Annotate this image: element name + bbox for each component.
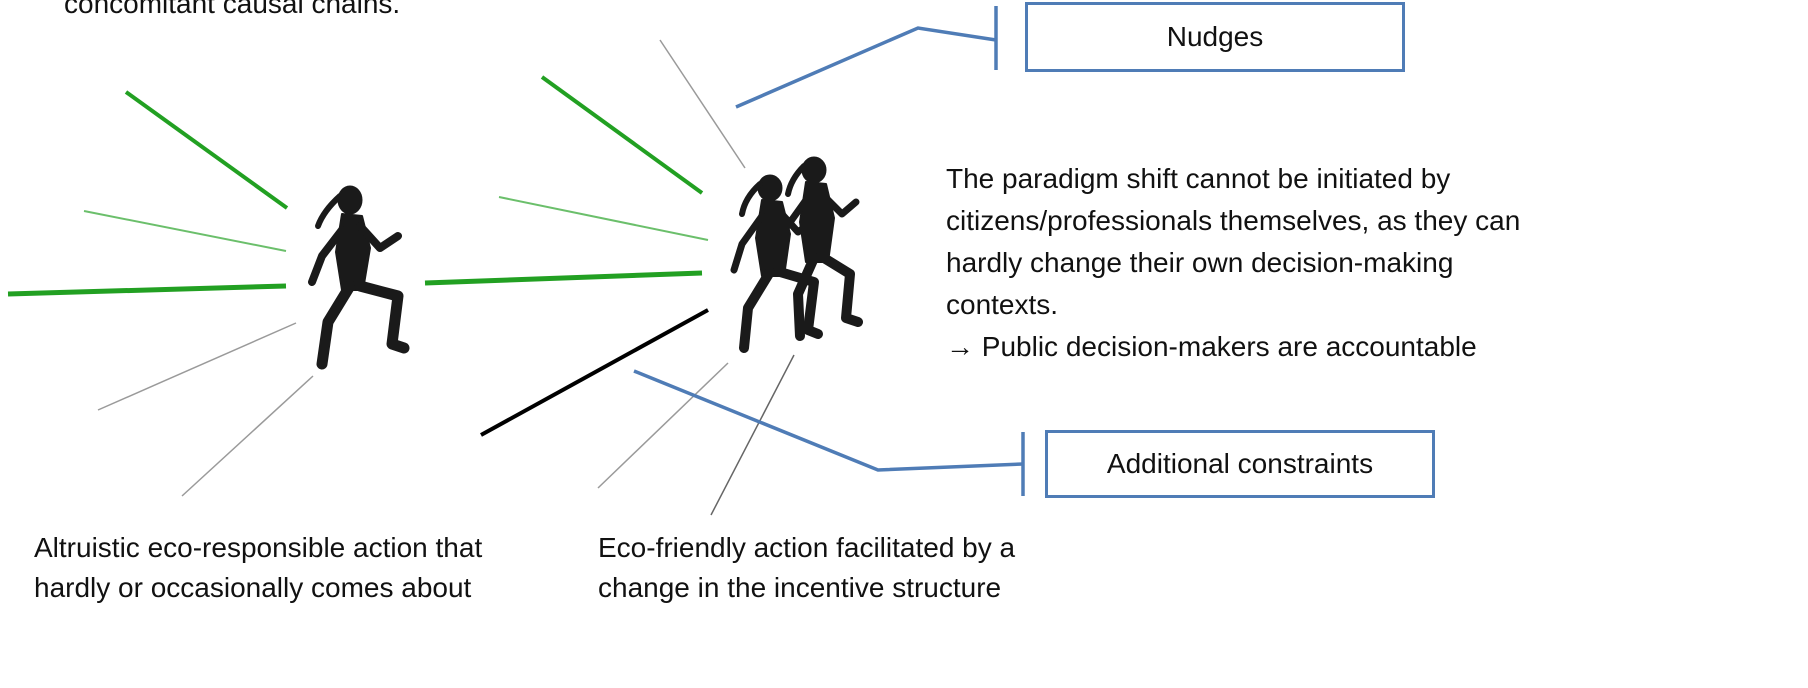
right-caption-line: change in the incentive structure (598, 572, 1002, 603)
paradigm-line: hardly change their own decision-making (946, 247, 1454, 278)
accountable-text: Public decision-makers are accountable (981, 331, 1477, 362)
runner-right-front-icon (730, 174, 823, 353)
right-line-gray-1 (597, 362, 729, 489)
paradigm-shift-text: The paradigm shift cannot be initiated b… (946, 158, 1806, 368)
constraints-callout-line (633, 369, 1024, 472)
right-line-gray-2 (710, 354, 795, 516)
runner-right-back-icon (774, 156, 863, 341)
paradigm-line: contexts. (946, 289, 1059, 320)
left-caption-line: Altruistic eco-responsible action that (34, 532, 483, 563)
paradigm-line: The paradigm shift cannot be initiated b… (946, 163, 1451, 194)
additional-constraints-box: Additional constraints (1045, 430, 1435, 498)
nudges-box: Nudges (1025, 2, 1405, 72)
left-line-green-top (124, 90, 289, 210)
right-line-lightgreen (498, 196, 709, 241)
top-text: concomitant causal chains. (64, 0, 401, 19)
left-caption-line: hardly or occasionally comes about (34, 572, 472, 603)
right-line-green-top (540, 75, 704, 195)
left-line-lightgreen (83, 210, 287, 252)
left-line-gray-2 (181, 375, 314, 497)
right-line-green-horizontal (424, 270, 703, 286)
runner-left-icon (308, 185, 410, 370)
left-line-gray-1 (97, 322, 297, 411)
additional-constraints-label: Additional constraints (1106, 448, 1374, 479)
paradigm-line: citizens/professionals themselves, as th… (946, 205, 1521, 236)
right-caption-line: Eco-friendly action facilitated by a (598, 532, 1016, 563)
nudges-callout-line (735, 26, 997, 109)
right-caption: Eco-friendly action facilitated by a cha… (598, 528, 1015, 608)
left-line-green-horizontal (7, 283, 287, 297)
left-caption: Altruistic eco-responsible action that h… (34, 528, 482, 608)
accountable-line: → Public decision-makers are accountable (946, 326, 1806, 368)
right-arrow-icon: → (946, 331, 974, 362)
right-line-black (480, 308, 709, 437)
right-line-gray-top (659, 39, 746, 169)
nudges-label: Nudges (1166, 21, 1264, 52)
